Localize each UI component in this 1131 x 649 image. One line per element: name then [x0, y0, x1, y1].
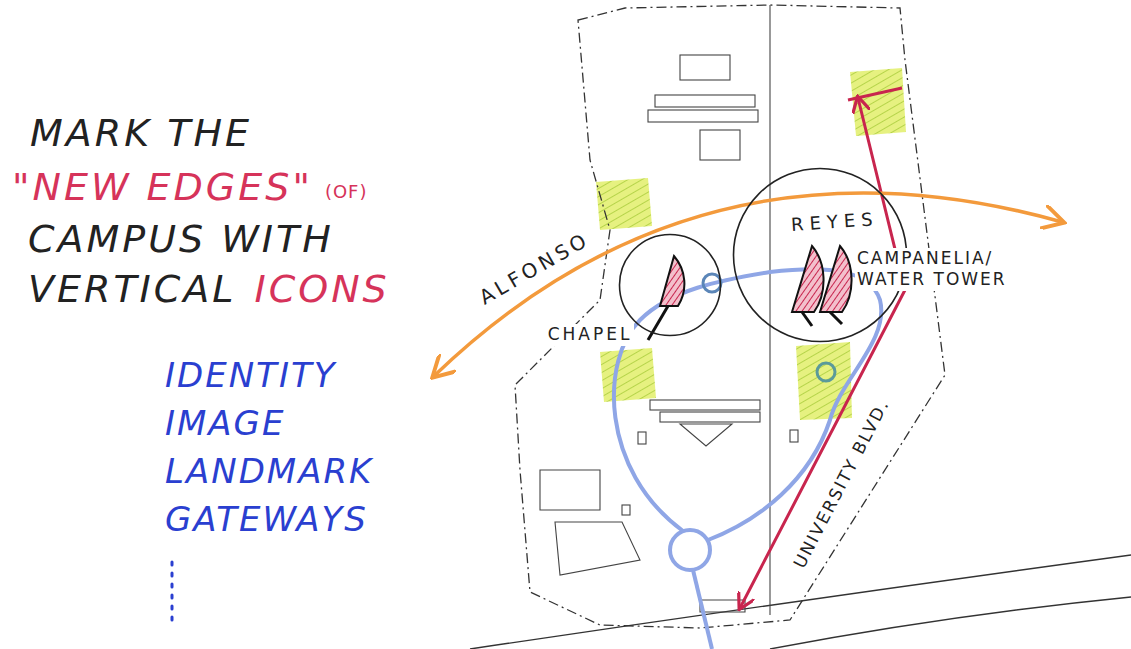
axis-road	[769, 5, 770, 615]
note-aside: (OF)	[325, 182, 368, 203]
note-heading: ICONS	[255, 268, 390, 312]
roundabout	[817, 363, 835, 381]
continuation-dots	[171, 562, 174, 625]
circle-outline	[620, 235, 721, 336]
campus-boundary	[515, 5, 945, 628]
place-name: CAMPANELIA/ WATER TOWER	[855, 248, 1037, 291]
roundabout	[703, 274, 721, 292]
keyword: GATEWAYS	[165, 500, 368, 539]
place-name: CHAPEL	[546, 324, 635, 345]
axis-arrow	[434, 193, 1062, 376]
landmark-circle: REYESCAMPANELIA/ WATER TOWER	[732, 167, 908, 343]
note-heading: MARK THE	[30, 112, 252, 156]
building-footprints	[540, 55, 798, 612]
road	[770, 597, 1131, 649]
road	[470, 555, 1131, 649]
boulevard-arrow	[848, 88, 902, 100]
circle-outline	[618, 233, 722, 337]
vertical-icon	[648, 246, 852, 340]
ring-road	[693, 570, 712, 649]
keyword: IDENTITY	[165, 356, 336, 395]
place-name: REYES	[790, 208, 879, 237]
keyword: LANDMARK	[165, 452, 373, 491]
note-heading: "NEW EDGES"	[12, 166, 313, 210]
note-heading: CAMPUS WITH	[28, 218, 334, 262]
boulevard-arrow	[740, 98, 905, 608]
landmark-circle: ALFONSOCHAPEL	[618, 233, 722, 337]
note-heading: VERTICAL	[28, 268, 237, 312]
keyword: IMAGE	[165, 404, 285, 443]
green-zone	[596, 178, 652, 230]
green-zone	[600, 348, 656, 402]
roundabout	[670, 530, 710, 570]
